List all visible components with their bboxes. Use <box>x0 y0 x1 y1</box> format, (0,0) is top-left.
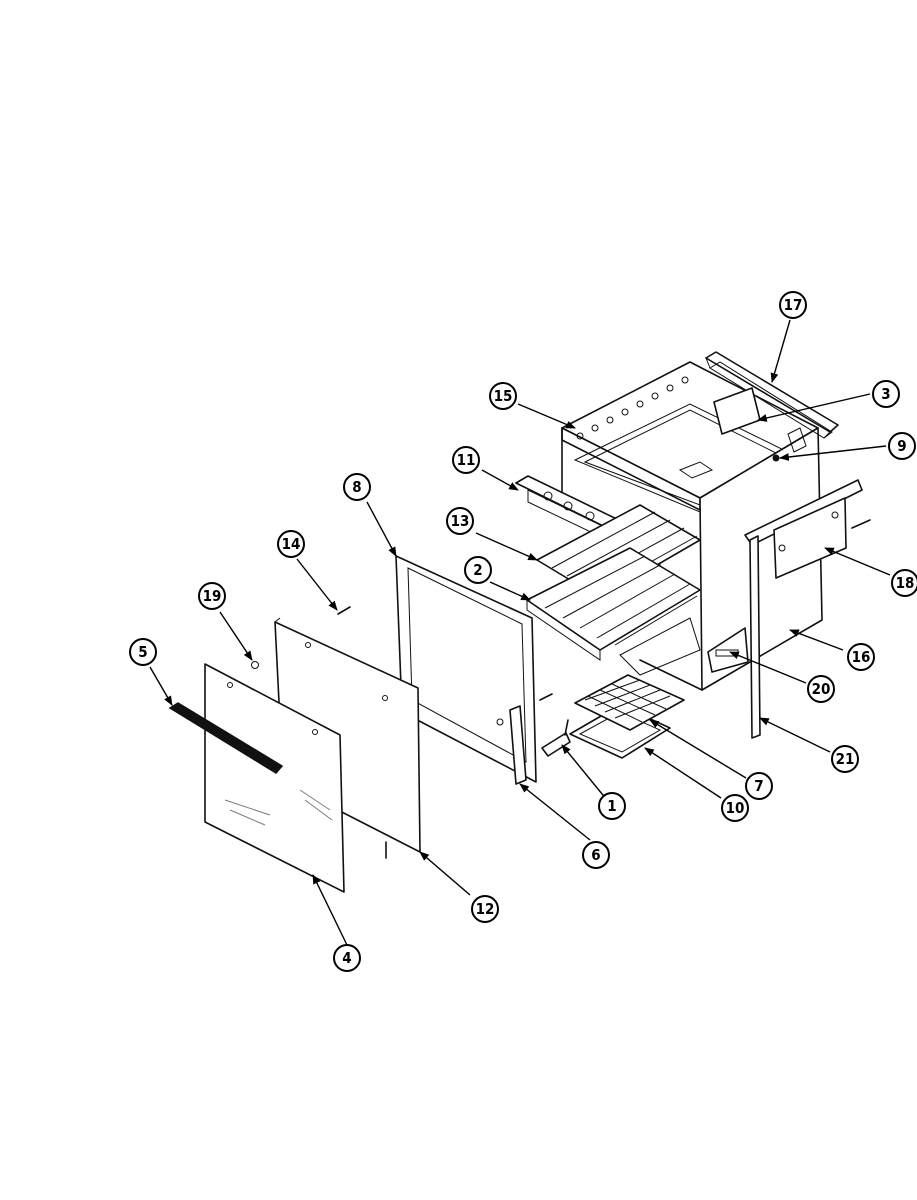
top-trim-strip <box>705 351 839 439</box>
svg-text:20: 20 <box>812 680 831 698</box>
svg-text:16: 16 <box>852 648 871 666</box>
side-panel <box>744 479 871 739</box>
callout-14: 14 <box>277 530 305 558</box>
inner-door-frame <box>395 555 553 785</box>
callout-21: 21 <box>831 745 859 773</box>
callout-16: 16 <box>847 643 875 671</box>
svg-text:3: 3 <box>881 385 890 403</box>
callout-18: 18 <box>891 569 917 597</box>
svg-text:6: 6 <box>591 846 600 864</box>
svg-text:15: 15 <box>494 387 513 405</box>
callout-20: 20 <box>807 675 835 703</box>
svg-text:14: 14 <box>282 535 301 553</box>
svg-text:10: 10 <box>726 799 745 817</box>
callout-19: 19 <box>198 582 226 610</box>
svg-text:1: 1 <box>607 797 616 815</box>
svg-text:13: 13 <box>451 512 470 530</box>
outer-door-panel <box>204 663 345 893</box>
svg-text:4: 4 <box>342 949 351 967</box>
callout-7: 7 <box>745 772 773 800</box>
callout-17: 17 <box>779 291 807 319</box>
callout-12: 12 <box>471 895 499 923</box>
svg-text:7: 7 <box>754 777 763 795</box>
callout-1: 1 <box>598 792 626 820</box>
callout-3: 3 <box>872 380 900 408</box>
svg-text:11: 11 <box>457 451 476 469</box>
svg-text:21: 21 <box>836 750 855 768</box>
callout-15: 15 <box>489 382 517 410</box>
door-hinge <box>541 719 571 757</box>
callout-5: 5 <box>129 638 157 666</box>
svg-text:19: 19 <box>203 587 222 605</box>
svg-text:8: 8 <box>352 478 361 496</box>
fastener-screw <box>772 454 780 462</box>
screw-small <box>251 606 351 669</box>
svg-text:9: 9 <box>897 437 906 455</box>
door-handle <box>168 702 284 774</box>
callout-8: 8 <box>343 473 371 501</box>
hinge-bracket <box>707 627 749 673</box>
callout-6: 6 <box>582 841 610 869</box>
leader-lines <box>149 319 891 946</box>
callout-10: 10 <box>721 794 749 822</box>
callout-9: 9 <box>888 432 916 460</box>
svg-text:18: 18 <box>896 574 915 592</box>
svg-text:12: 12 <box>476 900 495 918</box>
svg-text:17: 17 <box>784 296 803 314</box>
svg-text:2: 2 <box>473 561 482 579</box>
callout-13: 13 <box>446 507 474 535</box>
oven-rack-lower <box>526 547 701 676</box>
callout-2: 2 <box>464 556 492 584</box>
callout-11: 11 <box>452 446 480 474</box>
svg-text:5: 5 <box>138 643 147 661</box>
broil-pan-grid <box>574 674 685 731</box>
callout-4: 4 <box>333 944 361 972</box>
